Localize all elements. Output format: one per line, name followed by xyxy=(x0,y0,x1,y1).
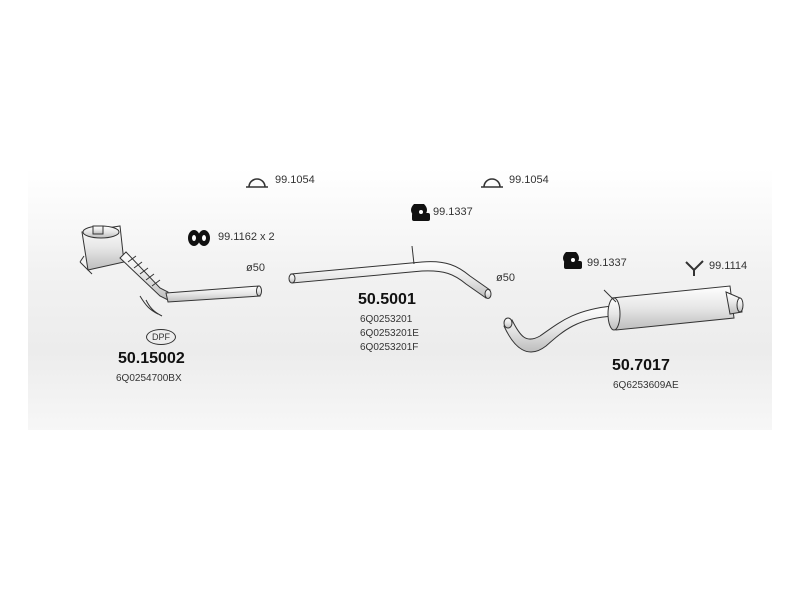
oem-code: 6Q0253201 xyxy=(360,314,413,325)
middle-pipe xyxy=(288,245,492,299)
diameter-label: ø50 xyxy=(246,262,265,274)
oem-code: 6Q0254700BX xyxy=(116,373,182,384)
oem-code: 6Q0253201E xyxy=(360,328,419,339)
rubber-mount-icon xyxy=(188,230,210,246)
dpf-badge: DPF xyxy=(146,329,176,345)
part-number[interactable]: 50.7017 xyxy=(612,357,670,374)
clamp-icon xyxy=(481,178,503,188)
clamp-part-number[interactable]: 99.1054 xyxy=(275,174,315,186)
hanger-icon xyxy=(411,204,430,221)
dpf-front-pipe xyxy=(79,225,262,317)
rubber-mount-part-number[interactable]: 99.1162 x 2 xyxy=(218,231,275,243)
oem-code: 6Q0253201F xyxy=(360,342,419,353)
bracket-part-number[interactable]: 99.1114 xyxy=(709,260,748,272)
rear-silencer xyxy=(503,285,744,353)
oem-code: 6Q6253609AE xyxy=(613,380,679,391)
bracket-icon xyxy=(685,260,704,276)
diameter-label: ø50 xyxy=(496,272,515,284)
hanger-part-number[interactable]: 99.1337 xyxy=(433,206,473,218)
clamp-part-number[interactable]: 99.1054 xyxy=(509,174,549,186)
part-number[interactable]: 50.5001 xyxy=(358,291,416,308)
hanger-icon xyxy=(563,252,582,269)
hanger-part-number[interactable]: 99.1337 xyxy=(587,257,627,269)
clamp-icon xyxy=(246,178,268,188)
part-number[interactable]: 50.15002 xyxy=(118,350,185,367)
